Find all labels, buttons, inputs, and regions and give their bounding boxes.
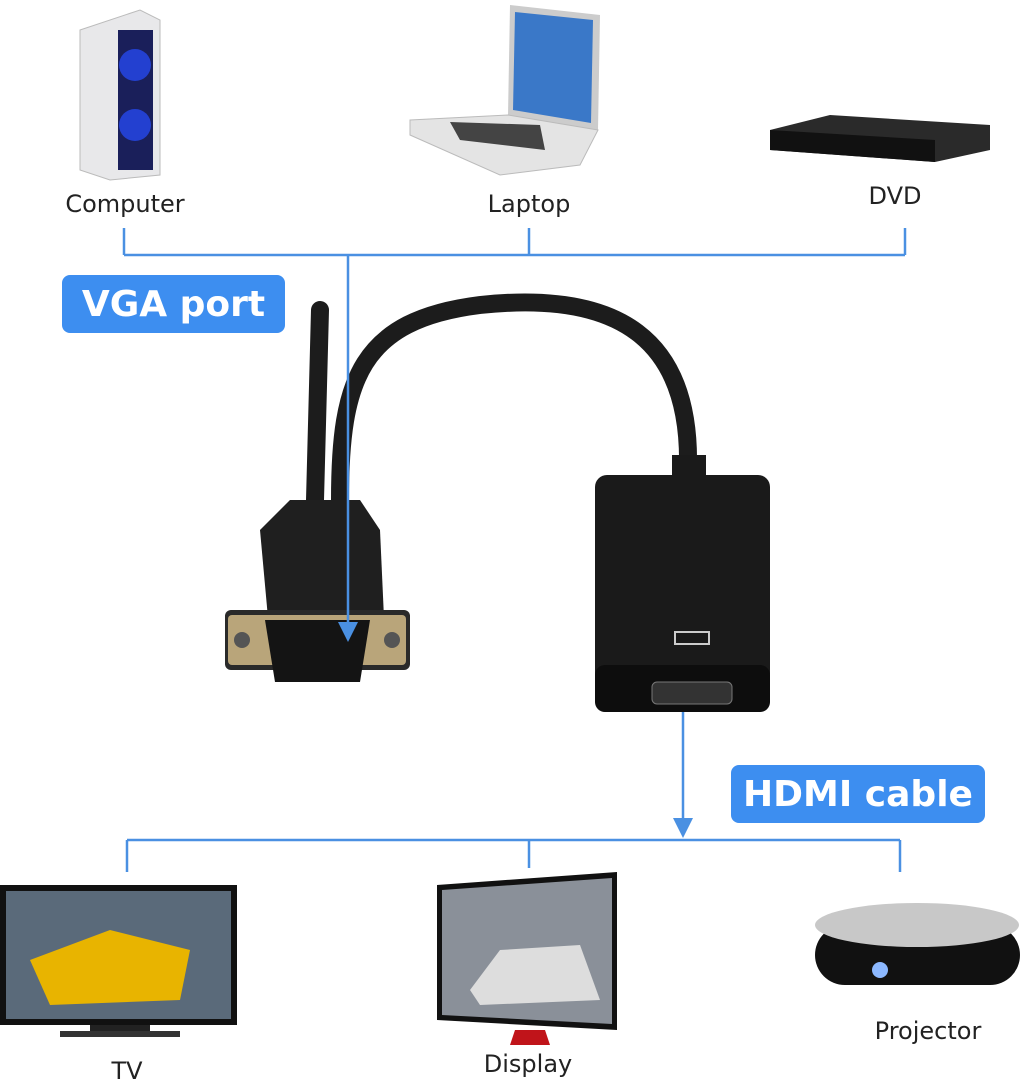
tv-icon: [0, 885, 237, 1037]
hdmi-adapter-box: [595, 455, 770, 712]
computer-icon: [79, 9, 161, 181]
projector-icon: [815, 903, 1020, 985]
source-connector-lines: [122, 228, 907, 257]
source-label-dvd: DVD: [868, 182, 922, 210]
hdmi-cable-badge: HDMI cable: [731, 765, 985, 823]
output-label-tv: TV: [111, 1057, 143, 1085]
display-icon: [437, 872, 617, 1045]
vga-port-badge: VGA port: [62, 275, 285, 333]
output-label-display: Display: [483, 1050, 573, 1078]
vga-arrowhead: [338, 622, 358, 642]
dvd-player-icon: [770, 115, 990, 162]
output-label-projector: Projector: [874, 1017, 982, 1045]
adapter-cable: [306, 293, 698, 509]
hdmi-arrowhead: [673, 818, 693, 838]
source-label-laptop: Laptop: [487, 190, 571, 218]
vga-connector: [225, 500, 410, 682]
output-connector-lines: [125, 838, 902, 872]
laptop-icon: [409, 5, 600, 176]
source-label-computer: Computer: [65, 190, 185, 218]
